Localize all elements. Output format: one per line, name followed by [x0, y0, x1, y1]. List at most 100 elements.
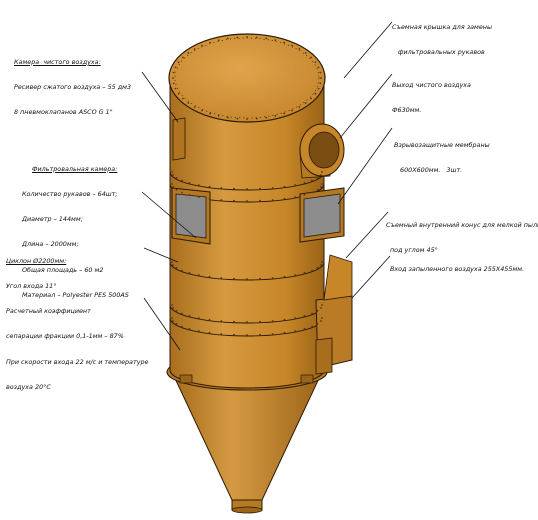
rivet: [271, 187, 274, 189]
rivet: [246, 188, 248, 190]
rivet: [236, 36, 239, 39]
rivet: [220, 320, 223, 322]
rivet: [316, 188, 319, 191]
annotation-removable-lid: Съемная крышка для замены фильтровальных…: [392, 6, 492, 65]
rivet: [220, 199, 223, 201]
annotation-dusty-air-inlet-line: Вход запыленного воздуха 255Х455мм.: [390, 264, 525, 273]
rivet: [208, 197, 211, 200]
rivet: [181, 269, 183, 272]
rivet: [171, 261, 173, 263]
rivet: [304, 52, 307, 54]
rivet: [187, 52, 190, 54]
rivet: [175, 322, 178, 325]
rivet: [220, 333, 223, 335]
rivet: [181, 312, 183, 315]
rivet: [246, 118, 248, 120]
rivet: [291, 44, 293, 47]
rivet: [304, 102, 307, 104]
rivet: [274, 115, 277, 117]
rivet: [303, 194, 306, 196]
annotation-cyclone-line: При скорости входа 22 м/с и температуре: [6, 357, 149, 366]
rivet: [320, 320, 322, 322]
annotation-cyclone-heading: Циклон Ø2200мм:: [6, 256, 67, 265]
rivet: [311, 312, 313, 315]
annotation-removable-lid-line: Съемная крышка для замены: [392, 22, 492, 31]
rivet: [294, 196, 297, 198]
rivet: [172, 82, 175, 85]
rivet: [259, 187, 261, 190]
rivet: [220, 187, 223, 189]
rivet: [320, 77, 322, 79]
annotation-clean-air-outlet: Выход чистого воздуха Ф630мм.: [392, 64, 471, 123]
annotation-filter-chamber-heading: Фильтровальная камера:: [32, 164, 118, 173]
rivet: [320, 186, 322, 188]
annotation-inner-cone-line: Съемный внутренний конус для мелкой пыли: [386, 220, 538, 229]
annotation-clean-chamber: Камера чистого воздуха: Ресивер сжатого …: [14, 41, 131, 125]
rivet: [303, 182, 306, 184]
rivet: [175, 309, 178, 312]
rivet: [283, 275, 286, 278]
rivet: [283, 112, 285, 115]
rivet: [246, 321, 248, 323]
rivet: [236, 117, 239, 120]
annotation-clean-air-outlet-line: Ф630мм.: [392, 106, 422, 115]
leader-inner-cone: [345, 211, 389, 259]
rivet: [303, 272, 306, 274]
rivet: [321, 304, 323, 306]
rivet: [197, 184, 200, 186]
rivet: [172, 264, 175, 266]
leader-removable-lid: [343, 21, 393, 79]
rivet: [294, 317, 297, 319]
rivet: [271, 277, 274, 279]
annotation-explosion-membranes: Взрывозащитные мембраны 600Х600мм. 3шт.: [394, 124, 490, 183]
support-lugs: [179, 374, 314, 384]
rivet: [246, 278, 248, 280]
annotation-filter-chamber-line: Материал – Polyester PES 500AS: [22, 290, 129, 299]
rivet: [226, 116, 229, 119]
rivet: [220, 277, 223, 279]
rivet-pattern: [171, 36, 323, 336]
rivet: [320, 264, 322, 266]
rivet: [233, 333, 235, 336]
rivet: [283, 41, 285, 44]
rivet: [233, 187, 235, 190]
rivet: [255, 117, 258, 120]
rivet: [317, 66, 320, 69]
rivet: [172, 71, 175, 74]
annotation-filter-chamber-line: Количество рукавов – 64шт;: [22, 190, 118, 199]
annotation-clean-chamber-line: 8 пневмоклапанов ASCO G 1": [14, 108, 113, 117]
rivet: [259, 320, 261, 323]
annotation-clean-chamber-heading: Камера чистого воздуха:: [14, 57, 101, 66]
rivet: [193, 106, 196, 108]
rivet: [259, 333, 261, 336]
rivet: [283, 197, 286, 200]
rivet: [201, 44, 203, 47]
rivet: [291, 109, 293, 112]
rivet: [271, 199, 274, 201]
rivet: [298, 106, 301, 108]
rivet: [317, 87, 320, 90]
rivet: [171, 304, 173, 306]
rivet: [271, 333, 274, 335]
rivet: [298, 48, 301, 50]
rivet: [187, 102, 190, 104]
rivet: [246, 334, 248, 336]
rivet: [171, 183, 173, 185]
rivet: [197, 274, 200, 276]
rivet: [316, 322, 319, 325]
annotation-inner-cone: Съемный внутренний конус для мелкой пыли…: [386, 204, 538, 263]
explosion-membrane-left: [171, 187, 211, 245]
rivet: [208, 331, 211, 334]
rivet: [310, 97, 312, 100]
rivet: [172, 174, 175, 176]
rivet: [188, 194, 191, 196]
upper-access-panel: [172, 117, 186, 161]
leader-explosion-membranes: [337, 127, 393, 205]
clean-air-outlet: [299, 123, 345, 179]
rivet: [320, 307, 322, 309]
rivet: [316, 266, 319, 269]
rivet: [193, 48, 196, 50]
annotation-cyclone: Циклон Ø2200мм: Угол входа 11° Расчетный…: [6, 240, 148, 400]
annotation-filter-chamber-line: Длина – 2000мм;: [22, 240, 79, 249]
